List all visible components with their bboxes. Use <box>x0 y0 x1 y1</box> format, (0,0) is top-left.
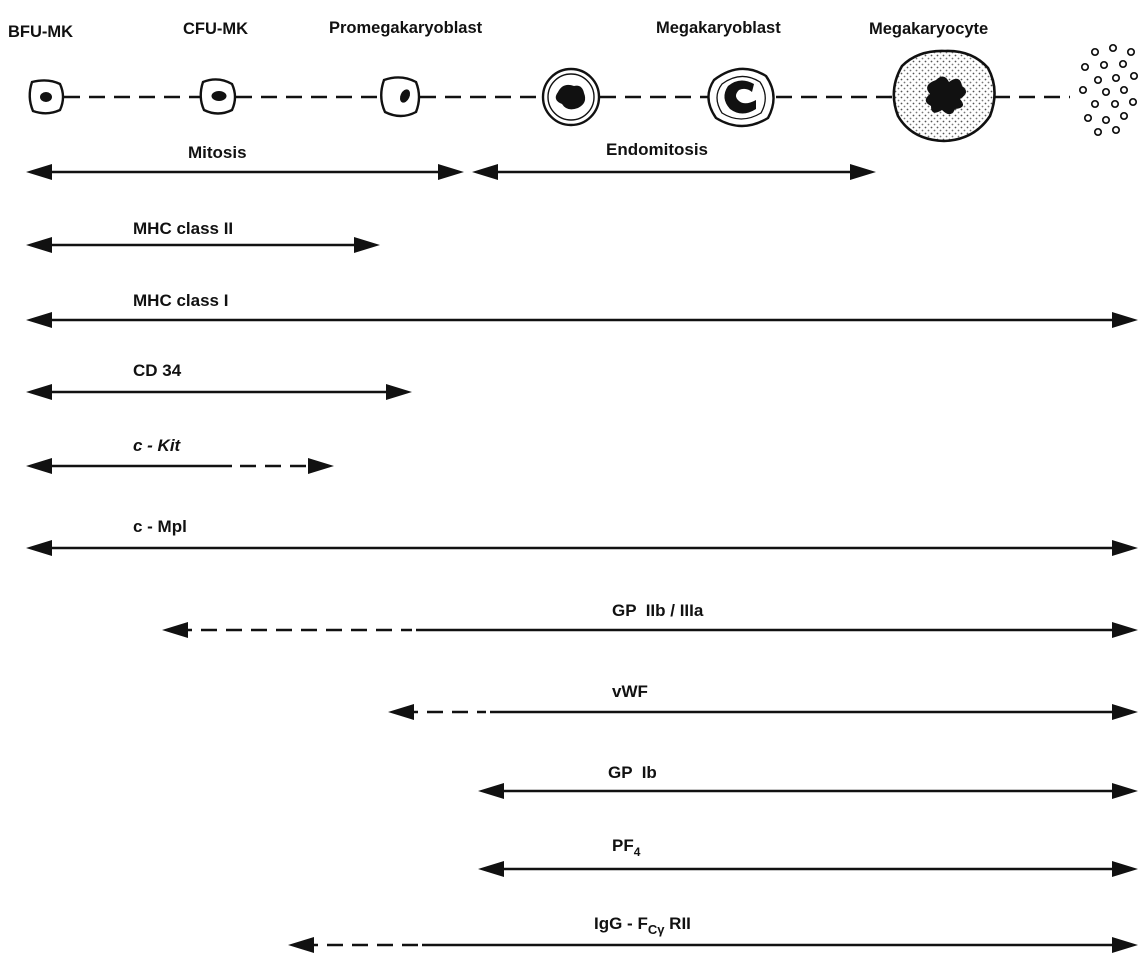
marker-label-gp-iib-iiia: GP IIb / IIIa <box>612 601 704 620</box>
arrow-cd34 <box>26 384 412 400</box>
marker-label-gp-ib: GP Ib <box>608 763 657 782</box>
cell-megakaryoblast <box>707 67 775 128</box>
cell-promegakaryoblast <box>380 76 421 118</box>
arrow-c-kit <box>26 458 334 474</box>
marker-label-vwf: vWF <box>612 682 648 701</box>
marker-label-c-mpl: c - Mpl <box>133 517 187 536</box>
cell-cfu-mk <box>199 78 237 115</box>
stage-label-megakaryocyte: Megakaryocyte <box>869 20 988 38</box>
marker-label-mhc-class-ii: MHC class II <box>133 219 233 238</box>
arrow-igg-fcgamma-rii <box>288 937 1138 953</box>
arrow-endomitosis <box>472 164 876 180</box>
arrow-pf4 <box>478 861 1138 877</box>
stage-label-megakaryoblast: Megakaryoblast <box>656 19 781 37</box>
arrow-gp-iib-iiia <box>162 622 1138 638</box>
marker-label-igg-fcgamma-rii: IgG - FCγ RII <box>594 914 691 937</box>
marker-label-pf4-subscript: 4 <box>634 845 641 859</box>
marker-label-igg-suffix: RII <box>664 914 690 933</box>
arrow-gp-ib <box>478 783 1138 799</box>
stage-label-bfu-mk: BFU-MK <box>8 23 73 41</box>
arrow-mhc-class-i <box>26 312 1138 328</box>
cell-bfu-mk <box>28 79 65 115</box>
platelets-cluster <box>1078 43 1139 137</box>
marker-label-c-kit: c - Kit <box>133 436 182 455</box>
phase-label-mitosis: Mitosis <box>188 143 247 162</box>
phase-label-endomitosis: Endomitosis <box>606 140 708 159</box>
arrow-c-mpl <box>26 540 1138 556</box>
arrow-vwf <box>388 704 1138 720</box>
marker-label-igg-subscript: Cγ <box>648 922 665 937</box>
marker-label-mhc-class-i: MHC class I <box>133 291 228 310</box>
arrow-mhc-class-ii <box>26 237 380 253</box>
marker-label-pf4: PF4 <box>612 836 641 859</box>
stage-label-cfu-mk: CFU-MK <box>183 20 248 38</box>
cell-unlabeled-blast <box>541 67 601 127</box>
stage-label-promegakaryoblast: Promegakaryoblast <box>329 19 483 37</box>
arrow-mitosis <box>26 164 464 180</box>
marker-label-cd34: CD 34 <box>133 361 182 380</box>
cell-megakaryocyte <box>892 49 996 143</box>
